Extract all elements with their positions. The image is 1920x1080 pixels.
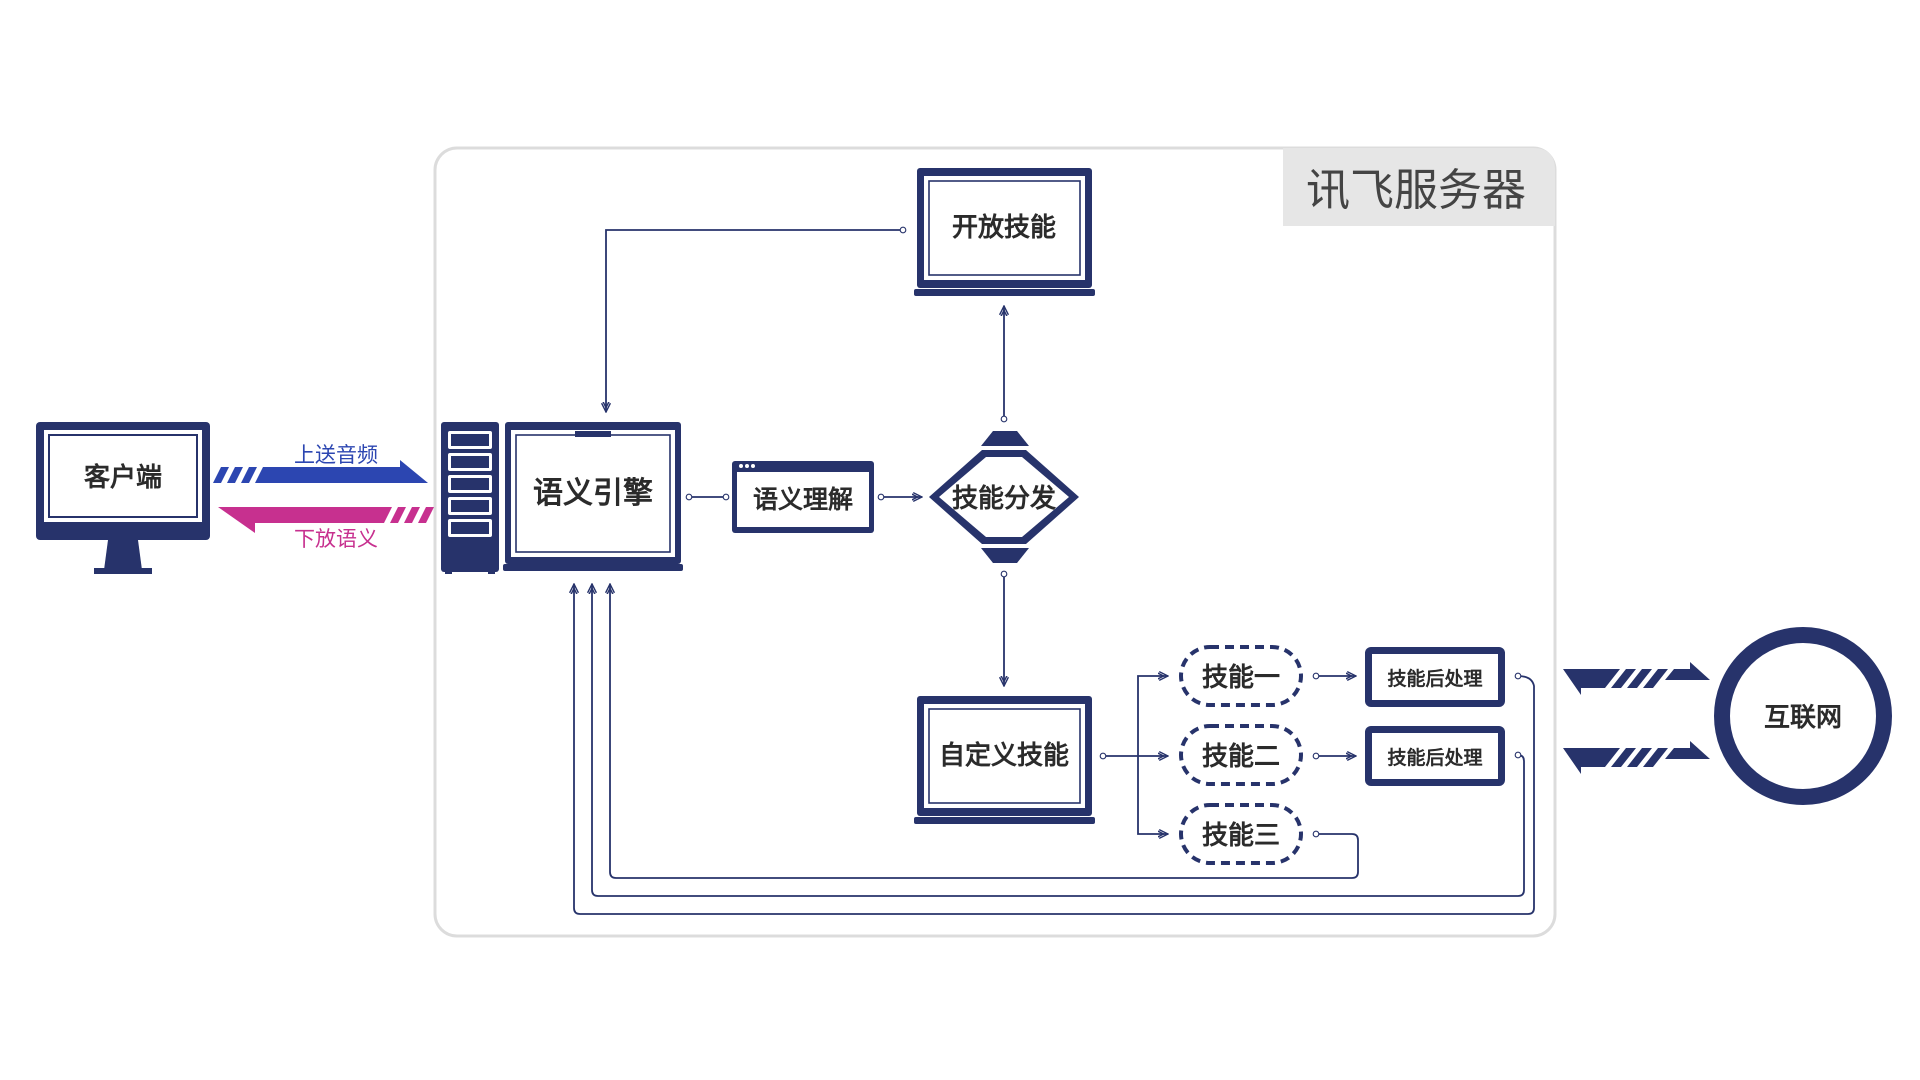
internet-node: 互联网 (1714, 627, 1892, 805)
custom-skill-label: 自定义技能 (939, 740, 1069, 771)
download-label: 下放语义 (294, 527, 378, 551)
download-arrow: 下放语义 (218, 507, 434, 551)
post-2-label: 技能后处理 (1387, 746, 1482, 769)
client-monitor: 客户端 (36, 422, 210, 574)
server-rack-icon (441, 422, 499, 574)
upload-arrow: 上送音频 (213, 443, 428, 483)
custom-skill-node: 自定义技能 (914, 696, 1095, 824)
server-title: 讯飞服务器 (1306, 165, 1526, 216)
post-process-1-node: 技能后处理 (1365, 647, 1505, 707)
open-skill-label: 开放技能 (952, 212, 1056, 243)
skill-3-label: 技能三 (1202, 820, 1280, 851)
connector-skill3-engine (610, 584, 1359, 879)
skill-1-node: 技能一 (1179, 645, 1303, 707)
connector-post1-engine (574, 584, 1535, 915)
understanding-label: 语义理解 (753, 485, 853, 514)
engine-label: 语义引擎 (533, 476, 653, 511)
client-label: 客户端 (84, 462, 162, 493)
connector-open-engine (606, 230, 903, 412)
skill-dispatch-node: 技能分发 (929, 431, 1079, 563)
internet-label: 互联网 (1764, 703, 1842, 733)
post-process-2-node: 技能后处理 (1365, 726, 1505, 786)
open-skill-node: 开放技能 (914, 168, 1095, 296)
skill-2-label: 技能二 (1202, 741, 1280, 772)
post-1-label: 技能后处理 (1387, 667, 1482, 690)
skill-2-node: 技能二 (1179, 724, 1303, 786)
server-title-tab (1283, 148, 1555, 226)
semantic-understanding-node: 语义理解 (732, 461, 874, 533)
skill-1-label: 技能一 (1202, 662, 1280, 693)
connector-post2-engine (592, 584, 1525, 897)
skill-3-node: 技能三 (1179, 803, 1303, 865)
internet-exchange-arrows-shapes (1563, 662, 1710, 774)
dispatch-label: 技能分发 (952, 483, 1056, 514)
connectors (574, 230, 1535, 915)
upload-label: 上送音频 (294, 443, 378, 467)
semantic-engine-node: 语义引擎 (503, 422, 683, 571)
